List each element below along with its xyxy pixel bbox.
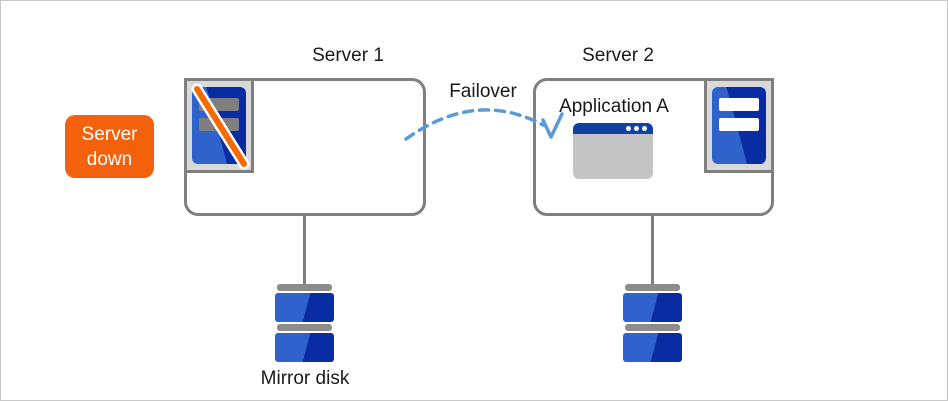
- window-dot-icon: [626, 126, 631, 131]
- server1-disk-connector: [303, 215, 306, 284]
- server1-icon-frame: [184, 78, 254, 173]
- server-up-icon: [712, 87, 766, 164]
- window-dot-icon: [642, 126, 647, 131]
- server2-icon-frame: [704, 78, 774, 173]
- disk-cap: [625, 324, 680, 331]
- application-window-icon: [573, 123, 653, 179]
- failover-label: Failover: [449, 81, 517, 102]
- disk-platter: [623, 293, 682, 322]
- server-down-badge: Server down: [65, 115, 154, 178]
- mirror-disk-icon-server1: [275, 284, 334, 362]
- application-window-titlebar: [573, 123, 653, 134]
- server2-label: Server 2: [582, 45, 654, 66]
- mirror-disk-label: Mirror disk: [260, 368, 350, 389]
- disk-cap: [625, 284, 680, 291]
- window-dot-icon: [634, 126, 639, 131]
- failover-arrow-icon: [404, 108, 564, 141]
- disk-cap: [277, 284, 332, 291]
- down-slash-icon: [191, 83, 250, 170]
- application-label: Application A: [559, 96, 669, 117]
- server-slot: [719, 98, 759, 111]
- disk-platter: [275, 333, 334, 362]
- disk-platter: [275, 293, 334, 322]
- mirror-disk-icon-server2: [623, 284, 682, 362]
- disk-cap: [277, 324, 332, 331]
- server-slot: [719, 118, 759, 131]
- server-down-badge-label: Server down: [81, 123, 138, 170]
- server1-label: Server 1: [312, 45, 384, 66]
- disk-platter: [623, 333, 682, 362]
- server2-disk-connector: [651, 215, 654, 284]
